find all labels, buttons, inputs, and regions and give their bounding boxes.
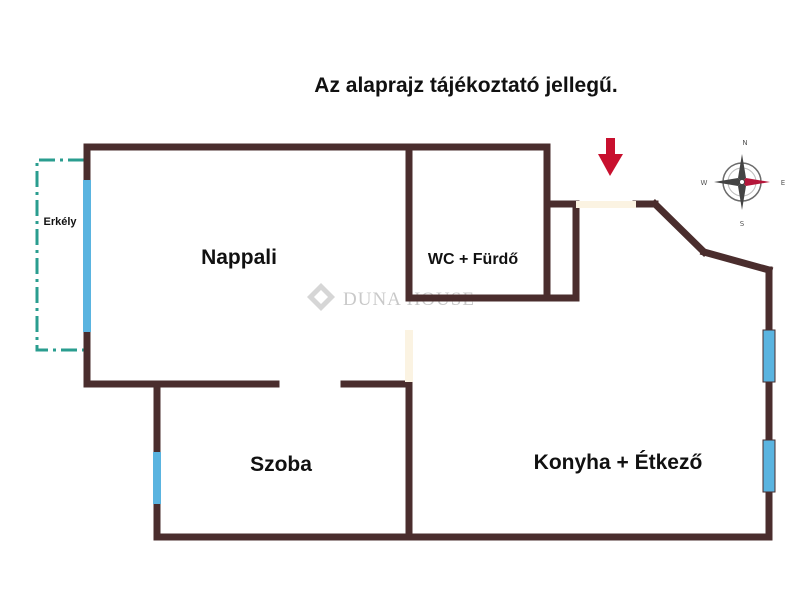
compass-east: E bbox=[781, 179, 785, 187]
room-label-balcony: Erkély bbox=[43, 216, 77, 228]
balcony-outline bbox=[35, 158, 84, 352]
kitchen-window-upper bbox=[762, 329, 776, 383]
room-label-living-room: Nappali bbox=[201, 246, 277, 269]
kitchen-window-lower bbox=[762, 439, 776, 493]
compass-west: W bbox=[701, 179, 708, 187]
bedroom-window bbox=[153, 452, 161, 504]
room-label-kitchen: Konyha + Étkező bbox=[534, 451, 703, 474]
entrance-arrow-icon bbox=[598, 138, 623, 176]
plan-title: Az alaprajz tájékoztató jellegű. bbox=[314, 74, 617, 97]
living-room-door bbox=[405, 330, 413, 382]
walls bbox=[83, 143, 774, 541]
living-room-window bbox=[83, 180, 91, 332]
compass-north: N bbox=[742, 139, 747, 147]
entrance-door bbox=[576, 201, 636, 208]
compass-south: S bbox=[740, 220, 745, 228]
compass-icon: N S E W bbox=[701, 139, 786, 228]
room-label-bathroom: WC + Fürdő bbox=[428, 251, 518, 268]
room-label-bedroom: Szoba bbox=[250, 453, 312, 476]
